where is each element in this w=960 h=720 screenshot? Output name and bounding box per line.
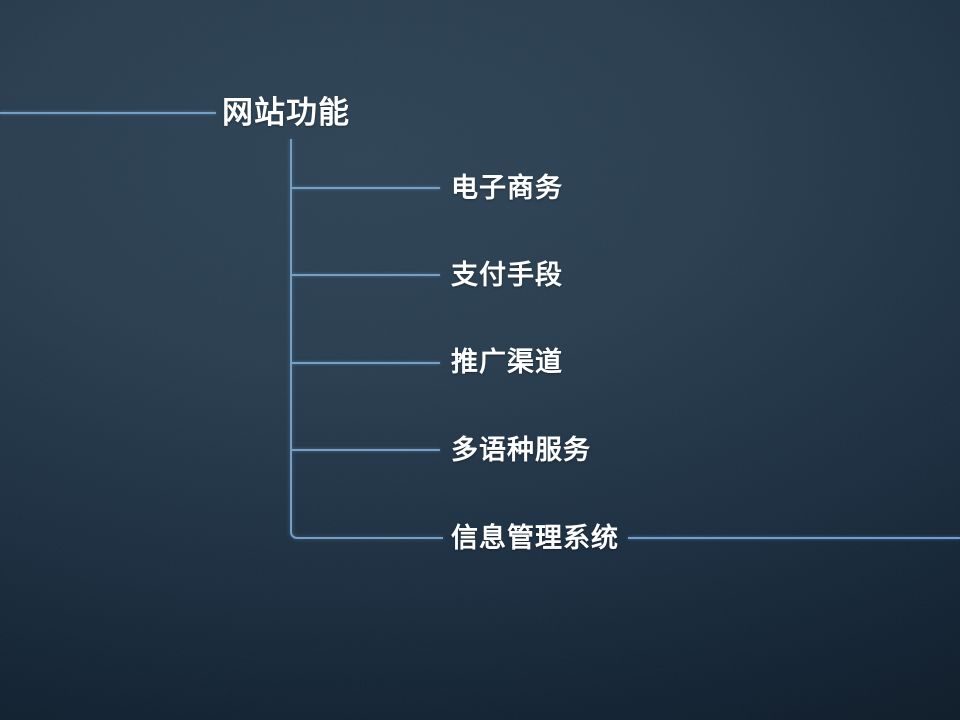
child-node-label-ecommerce: 电子商务 bbox=[451, 173, 563, 203]
connector-trunk-and-bottom-branch bbox=[290, 139, 443, 539]
connector-last-child-to-right-edge bbox=[628, 537, 960, 539]
child-node-label-payment: 支付手段 bbox=[451, 260, 563, 290]
connector-branch-1 bbox=[292, 187, 440, 189]
connector-branch-3 bbox=[292, 362, 440, 364]
connector-left-to-root bbox=[0, 112, 216, 114]
child-node-label-info-management: 信息管理系统 bbox=[451, 523, 619, 553]
connector-branch-4 bbox=[292, 449, 440, 451]
child-node-label-multilingual: 多语种服务 bbox=[451, 435, 591, 465]
connector-branch-2 bbox=[292, 274, 440, 276]
child-node-label-promotion: 推广渠道 bbox=[451, 347, 563, 377]
root-node-label: 网站功能 bbox=[222, 95, 350, 130]
